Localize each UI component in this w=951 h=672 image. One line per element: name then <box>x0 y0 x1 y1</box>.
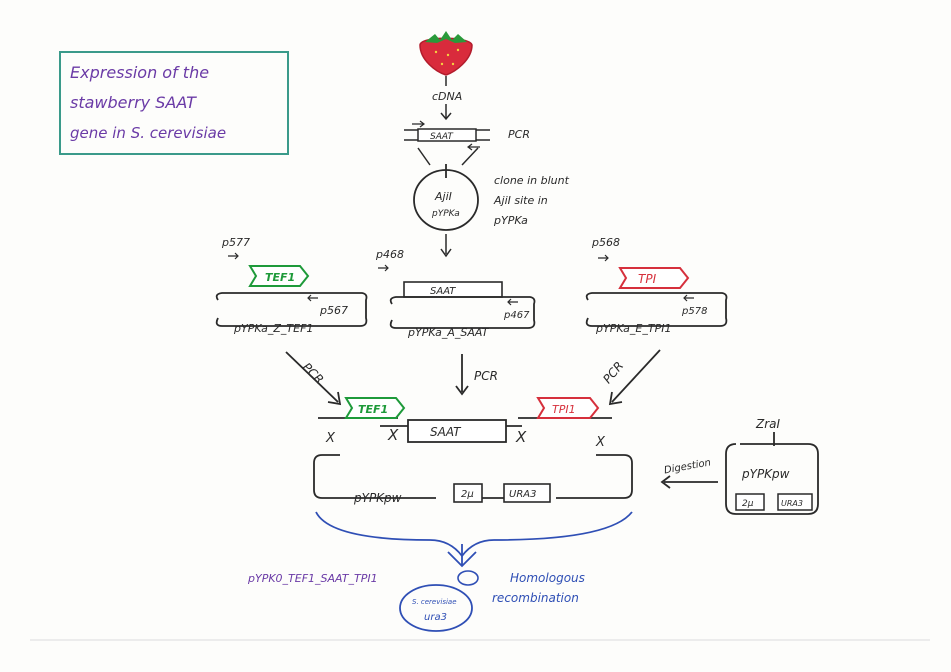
crossover-4: X <box>595 435 606 450</box>
primer-p578: p578 <box>681 306 707 317</box>
pcr-label-middle: PCR <box>474 369 498 383</box>
pypkpw-backbone-label: pYPKpw <box>353 491 402 505</box>
strawberry-icon <box>419 31 473 76</box>
crossover-1: X <box>325 431 336 446</box>
recombination-label-2: recombination <box>492 591 579 605</box>
left-part-pypka-z-tef1: p577 TEF1 p567 pYPKa_Z_TEF1 <box>215 236 368 335</box>
cdna-label: cDNA <box>432 90 462 103</box>
clone-note-2: AjiI site in <box>493 194 548 207</box>
clone-note-3: pYPKa <box>493 214 528 227</box>
saat-label-middle: SAAT <box>430 286 456 297</box>
saat-pcr-fragment: SAAT PCR <box>404 120 530 151</box>
two-mu-label: 2µ <box>461 489 474 500</box>
result-plasmid-label: pYPK0_TEF1_SAAT_TPI1 <box>247 572 378 585</box>
tpi-promoter-arrow <box>618 267 690 289</box>
crossover-3: X <box>515 428 527 446</box>
clone-note-1: clone in blunt <box>494 174 570 187</box>
crossover-2: X <box>387 426 399 444</box>
digestion-arrow: Digestion <box>660 457 718 489</box>
recombination-bracket <box>315 511 633 558</box>
title-line-1: Expression of the <box>70 63 209 82</box>
tpi1-promoter-assembly <box>536 397 600 419</box>
middle-part-pypka-a-saat: p468 SAAT p467 pYPKa_A_SAAT <box>375 248 536 339</box>
vector-two-mu-label: 2µ <box>742 499 754 509</box>
pypkpw-label: pYPKpw <box>741 467 790 481</box>
recombination-arrow <box>447 544 477 568</box>
vector-pypkpw: ZraI pYPKpw 2µ URA3 <box>725 417 819 515</box>
title-line-2: stawberry SAAT <box>70 93 197 112</box>
right-part-pypka-e-tpi1: p568 TPI p578 pYPKa_E_TPI1 <box>585 236 728 335</box>
digestion-label: Digestion <box>663 457 712 476</box>
title-line-3: gene in S. cerevisiae <box>70 124 226 142</box>
recombination-label-1: Homologous <box>510 571 585 585</box>
yeast-genotype-label: ura3 <box>424 612 447 623</box>
plasmid-pypka-a-saat: pYPKa_A_SAAT <box>407 326 490 339</box>
primer-p467: p467 <box>503 310 530 321</box>
primer-p568: p568 <box>591 236 620 249</box>
vector-ura3-label: URA3 <box>781 499 803 508</box>
tpi1-label-assembly: TPI1 <box>552 403 576 416</box>
ura3-label: URA3 <box>509 489 536 500</box>
ajii-site-label: AjiI <box>434 190 452 203</box>
pcr-label-left: PCR <box>300 360 327 387</box>
zrai-site-label: ZraI <box>755 417 781 431</box>
plasmid-pypka-z-tef1: pYPKa_Z_TEF1 <box>233 322 313 335</box>
tef1-promoter-assembly <box>344 397 406 419</box>
primer-p577: p577 <box>221 236 250 249</box>
tef1-label-assembly: TEF1 <box>358 403 388 416</box>
saat-label-top: SAAT <box>430 132 454 142</box>
title-box: Expression of the stawberry SAAT gene in… <box>59 51 289 155</box>
pcr-label-right: PCR <box>600 359 626 386</box>
assembly: TEF1 SAAT TPI1 X X X X pYPKpw 2µ URA3 <box>313 397 633 505</box>
primer-p468: p468 <box>375 248 404 261</box>
primer-p567: p567 <box>319 304 348 317</box>
tpi-label: TPI <box>638 272 657 286</box>
tef1-label: TEF1 <box>265 271 295 284</box>
saat-label-assembly: SAAT <box>430 425 462 439</box>
yeast-species-label: S. cerevisiae <box>412 598 457 606</box>
pcr-label-top: PCR <box>508 128 530 141</box>
pypka-plasmid: AjiI pYPKa <box>413 164 479 231</box>
plasmid-pypka-e-tpi1: pYPKa_E_TPI1 <box>595 322 671 335</box>
yeast-cell: S. cerevisiae ura3 <box>399 570 479 632</box>
pcr-arrows: PCR PCR PCR <box>285 349 661 406</box>
pypka-label: pYPKa <box>431 209 460 219</box>
tef1-promoter-arrow <box>248 265 310 287</box>
